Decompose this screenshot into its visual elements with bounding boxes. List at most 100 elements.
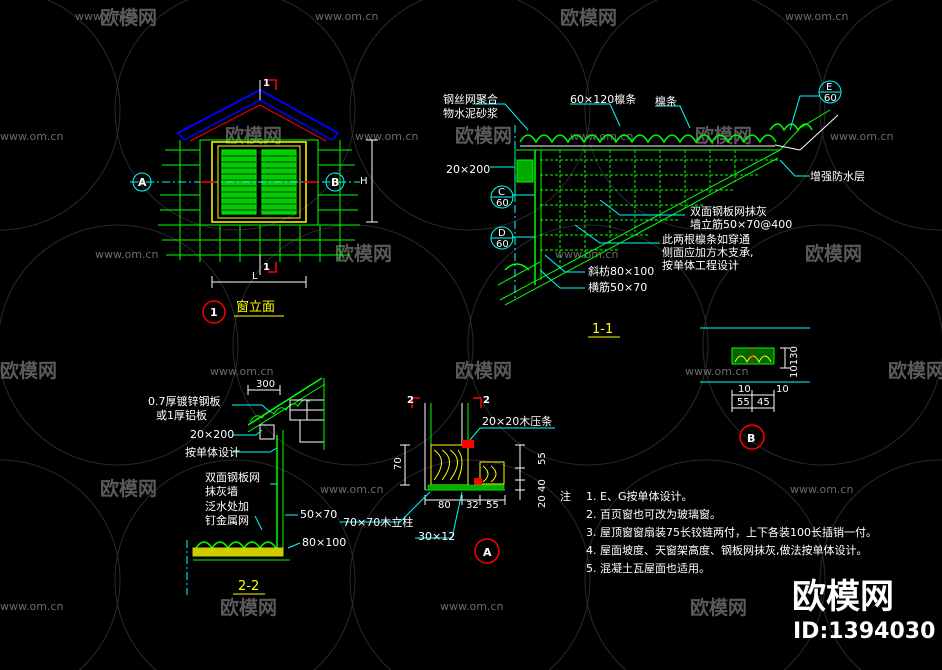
label-note-2: 侧面应加方木支承, (662, 245, 754, 259)
label-brace: 斜枋80×100 (588, 264, 654, 278)
label-purlin: 檩条 (655, 94, 677, 108)
note-item-2: 2. 百页窗也可改为玻璃窗。 (586, 507, 721, 521)
dim-55-vertical: 55 (537, 452, 548, 465)
dim-55: 55 (737, 397, 750, 408)
detail-a: 2 2 70 55 40 20 (340, 395, 555, 564)
watermark-logo: 欧模网 (455, 359, 512, 382)
detail-a-title: A (483, 546, 492, 559)
watermark-url: www.om.cn (790, 483, 853, 496)
label-flash-1: 泛水处加 (205, 500, 249, 513)
notes-prefix: 注 (560, 489, 571, 503)
dim-45: 45 (757, 397, 770, 408)
cut-mark-left: 2 (407, 395, 414, 406)
label-note-1: 此两根檩条如穿通 (662, 232, 750, 246)
label-rib: 横筋50×70 (588, 280, 647, 294)
bubble-d-num: 60 (496, 239, 509, 250)
bubble-c-letter: C (498, 187, 505, 198)
axis-bubble-a: A (138, 176, 147, 189)
watermark-url: www.om.cn (685, 365, 748, 378)
title-number: 1 (210, 306, 218, 319)
bubble-e-letter: E (826, 82, 832, 93)
dim-h: H (360, 176, 368, 187)
cut-mark-right: 2 (483, 395, 490, 406)
watermark-url: www.om.cn (75, 10, 138, 23)
brand: 欧模网 ID:1394030 (792, 577, 935, 644)
section-1-1-title: 1-1 (592, 322, 613, 337)
dim-70: 70 (393, 457, 404, 470)
note-item-5: 5. 混凝土瓦屋面也适用。 (586, 561, 710, 575)
label-mesh-1: 钢丝网聚合 (443, 92, 498, 106)
section-mark-top: 1 (263, 78, 270, 89)
watermark-url: www.om.cn (95, 248, 158, 261)
brand-name: 欧模网 (792, 577, 894, 617)
dim-20: 20 (537, 495, 548, 508)
label-20x200: 20×200 (190, 428, 234, 441)
watermark-logo: 欧模网 (455, 124, 512, 147)
section-mark-bottom: 1 (263, 262, 270, 273)
axis-bubble-b: B (331, 176, 339, 189)
label-waterproof: 增强防水层 (810, 169, 865, 183)
watermark-logo: 欧模网 (220, 596, 277, 619)
watermark-logo: 欧模网 (335, 242, 392, 265)
dim-32: 32 (466, 500, 479, 511)
watermark-logo: 欧模网 (100, 477, 157, 500)
label-80x100: 80×100 (302, 536, 346, 549)
dim-10-left: 10 (738, 384, 751, 395)
watermark-logo: 欧模网 (0, 359, 57, 382)
label-plaster-1: 双面钢板网抹灰 (690, 204, 767, 218)
watermark-url: www.om.cn (320, 483, 383, 496)
label-plaster-1: 双面钢板网 (205, 470, 260, 484)
label-design: 按单体设计 (185, 445, 240, 459)
label-note-3: 按单体工程设计 (662, 258, 739, 272)
watermark-url: www.om.cn (315, 10, 378, 23)
watermark-logo: 欧模网 (560, 6, 617, 29)
detail-b-title: B (747, 432, 755, 445)
brand-id: ID:1394030 (793, 619, 935, 644)
note-item-1: 1. E、G按单体设计。 (586, 489, 692, 503)
dim-80: 80 (438, 500, 451, 511)
label-20x200: 20×200 (446, 163, 490, 176)
watermark-logo: 欧模网 (805, 242, 862, 265)
label-post: 70×70木立柱 (343, 515, 413, 529)
label-plate-2: 或1厚铝板 (156, 408, 207, 422)
watermark-url: www.om.cn (785, 10, 848, 23)
label-flash-2: 钉金属网 (205, 513, 249, 527)
bubble-e-num: 60 (824, 93, 837, 104)
note-item-4: 4. 屋面坡度、天窗架高度、钢板网抹灰,做法按单体设计。 (586, 543, 868, 557)
elevation-title: 窗立面 (236, 299, 275, 315)
watermark-url: www.om.cn (355, 130, 418, 143)
dim-l: L (252, 271, 258, 282)
watermark-url: www.om.cn (210, 365, 273, 378)
bubble-c-num: 60 (496, 198, 509, 209)
label-mesh-2: 物水泥砂浆 (443, 106, 498, 120)
dim-55-horizontal: 55 (486, 500, 499, 511)
watermarks: www.om.cn 欧模网 www.om.cn 欧模网 www.om.cn ww… (0, 6, 942, 619)
dim-40: 40 (537, 479, 548, 492)
watermark-url: www.om.cn (0, 130, 63, 143)
bubble-d-letter: D (498, 228, 506, 239)
label-30x12: 30×12 (418, 530, 455, 543)
watermark-url: www.om.cn (555, 248, 618, 261)
watermark-url: www.om.cn (440, 600, 503, 613)
label-purlin-size: 60×120檩条 (570, 92, 636, 106)
watermark-url: www.om.cn (830, 130, 893, 143)
detail-b: 10130 10 10 55 45 B (700, 327, 810, 450)
dim-300: 300 (256, 379, 275, 390)
label-plaster-2: 墙立筋50×70@400 (690, 217, 792, 231)
dim-10-right: 10 (776, 384, 789, 395)
label-50x70: 50×70 (300, 508, 337, 521)
dim-vertical: 10130 (789, 346, 800, 378)
section-2-2-title: 2-2 (238, 579, 259, 594)
section-1-1: 钢丝网聚合 物水泥砂浆 60×120檩条 檩条 20×200 增强防水层 双面钢… (443, 80, 865, 338)
watermark-logo: 欧模网 (100, 6, 157, 29)
label-plate-1: 0.7厚镀锌钢板 (148, 394, 221, 408)
section-2-2: 300 0.7厚镀锌钢板 或1厚铝板 20×200 按单体设计 双面钢板网 抹灰… (148, 377, 346, 595)
watermark-logo: 欧模网 (888, 359, 942, 382)
notes: 注 1. E、G按单体设计。 2. 百页窗也可改为玻璃窗。 3. 屋顶窗窗扇装7… (560, 489, 877, 575)
note-item-3: 3. 屋顶窗窗扇装75长铰链两付，上下各装100长插销一付。 (586, 525, 877, 539)
label-strip: 20×20木压条 (482, 414, 552, 428)
watermark-logo: 欧模网 (690, 596, 747, 619)
window-elevation: 1 1 A B H L 1 窗立面 (130, 78, 378, 324)
